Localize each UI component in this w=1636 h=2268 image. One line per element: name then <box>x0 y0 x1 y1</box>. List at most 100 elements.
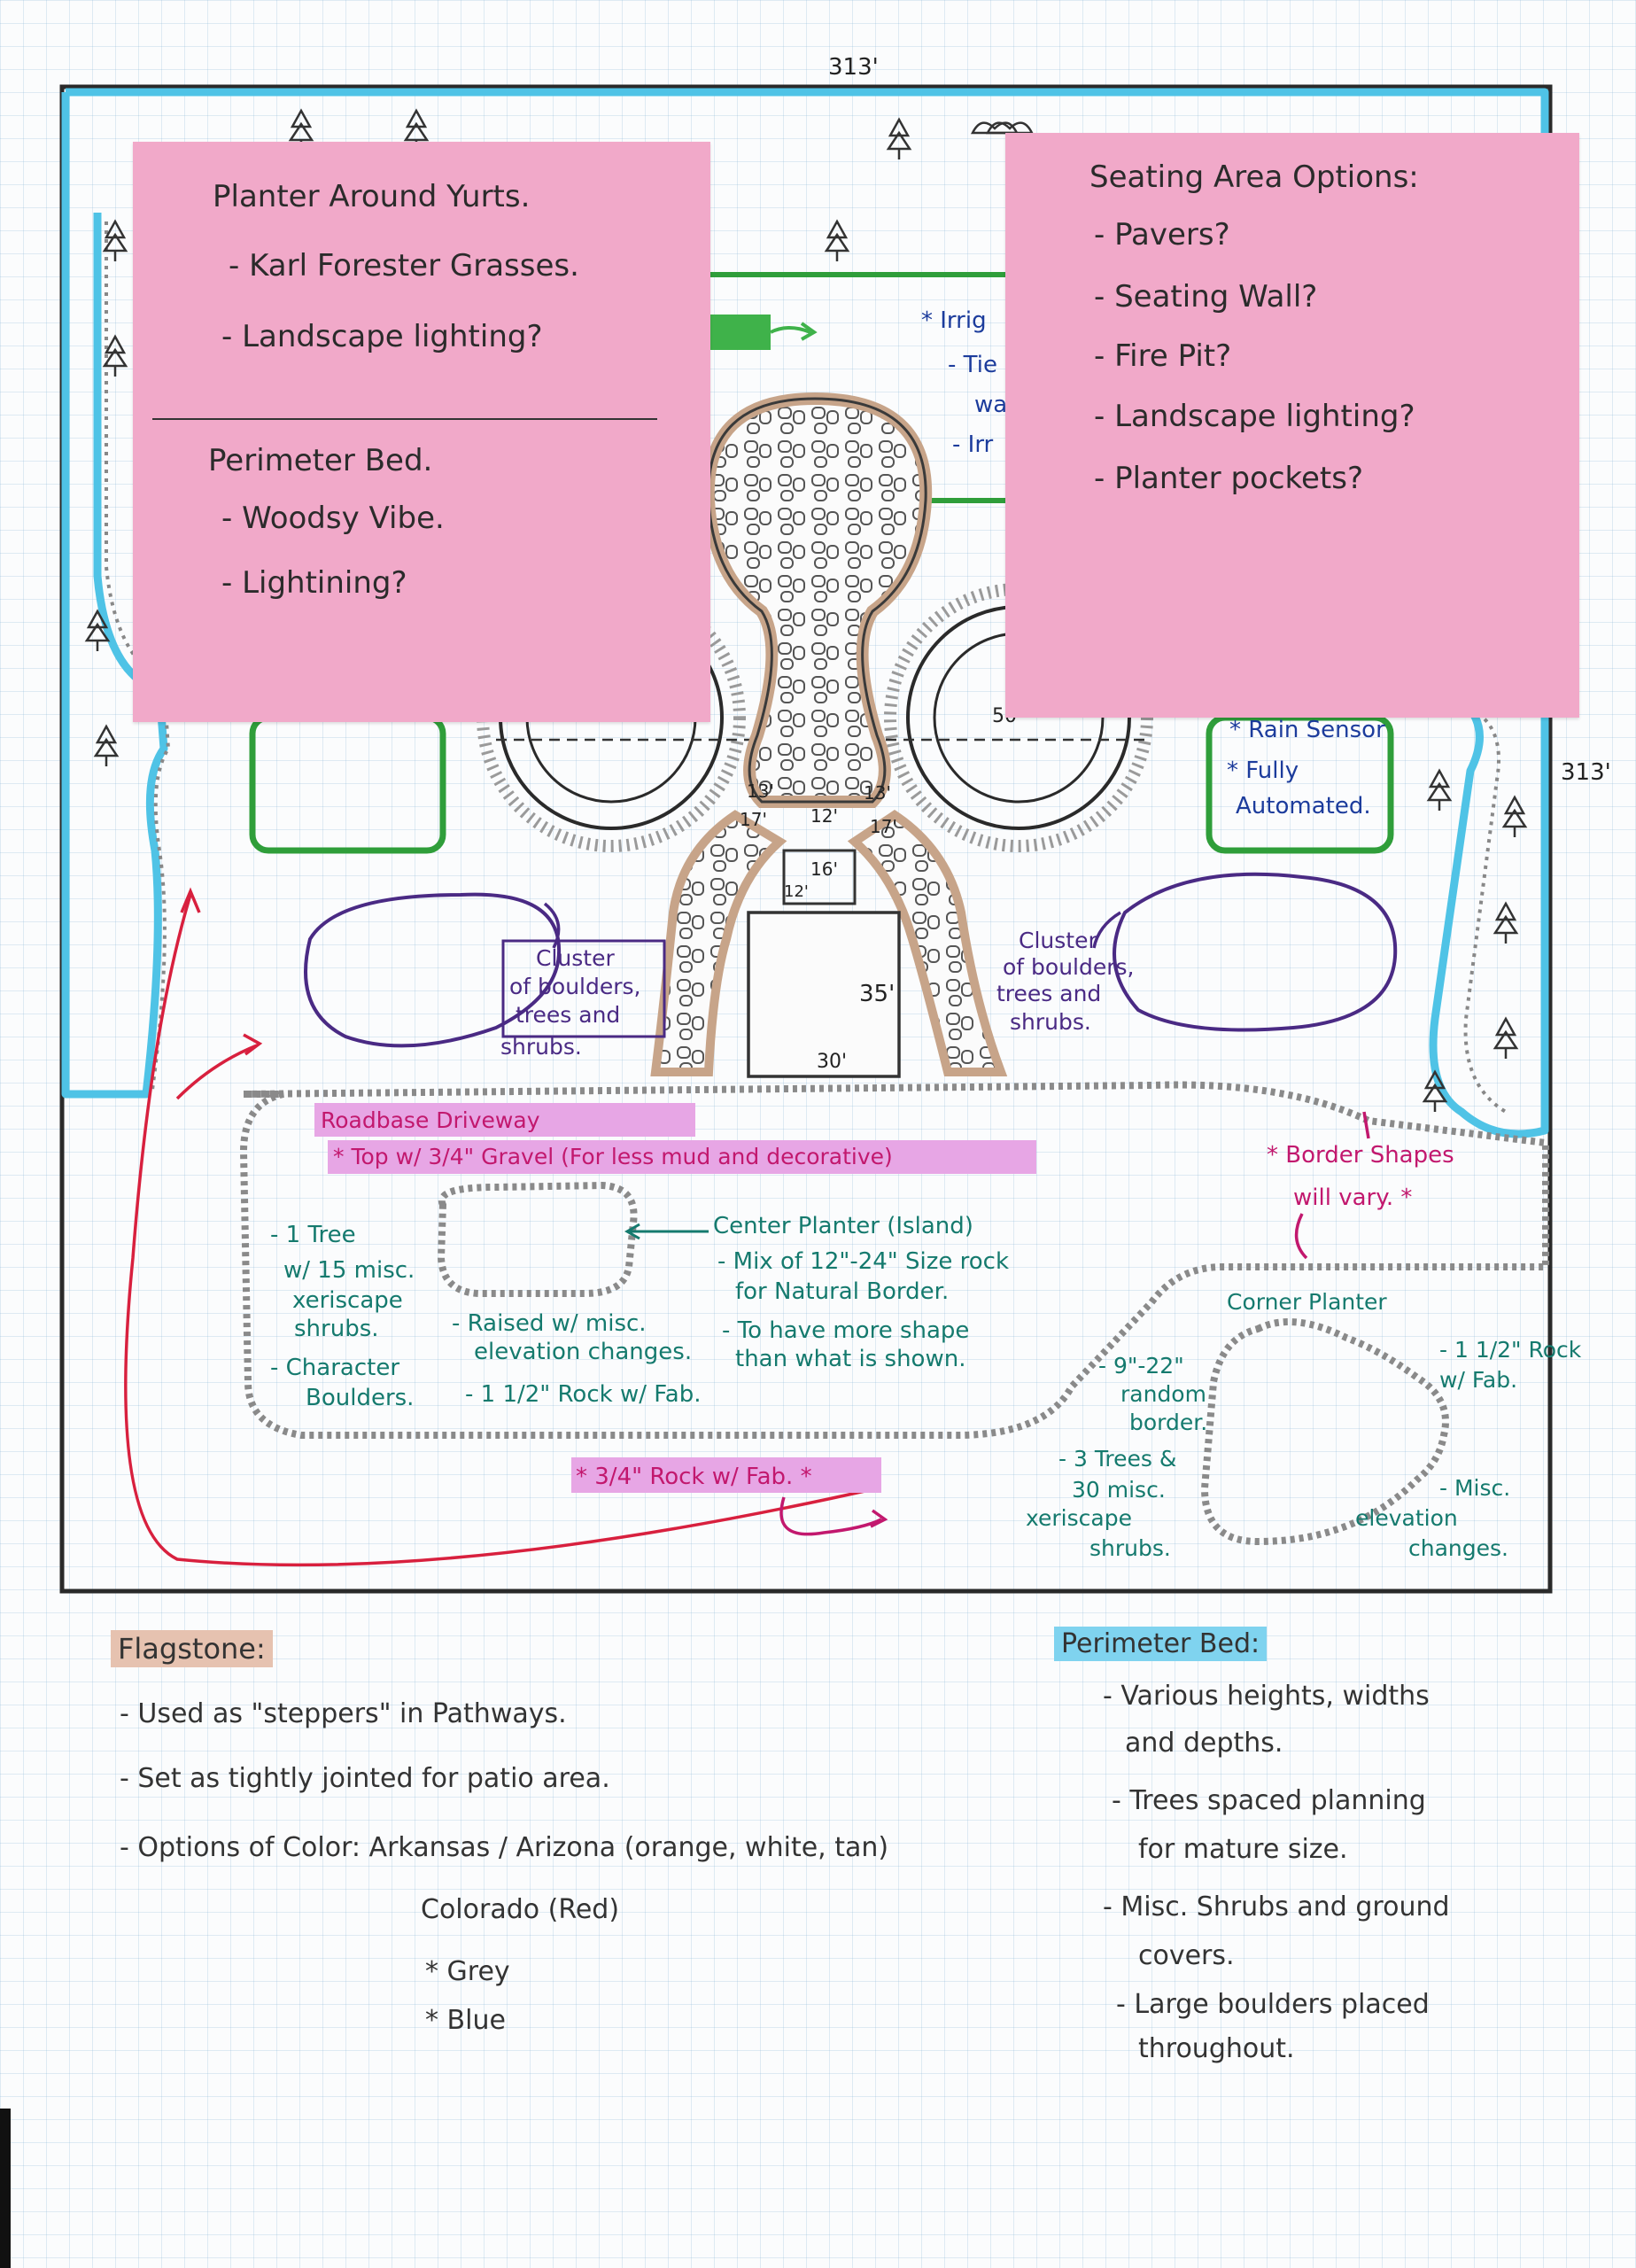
sticky-item-seating-wall: - Seating Wall? <box>1094 279 1318 315</box>
legend-perimeter-line1: - Various heights, widths <box>1103 1681 1430 1712</box>
svg-text:- Mix of 12"-24" Size rock: - Mix of 12"-24" Size rock <box>717 1248 1009 1275</box>
svg-text:w/ Fab.: w/ Fab. <box>1439 1367 1517 1393</box>
rain-sensor: * Rain Sensor <box>1229 717 1385 743</box>
perimeter-bed-outline <box>61 88 1549 1138</box>
svg-text:- 1 1/2" Rock w/ Fab.: - 1 1/2" Rock w/ Fab. <box>465 1381 702 1408</box>
legend-flagstone-title: Flagstone: <box>111 1630 273 1667</box>
svg-text:30 misc.: 30 misc. <box>1072 1477 1166 1503</box>
driveway-label: Roadbase Driveway <box>321 1107 540 1133</box>
irrig-line1: * Irrig <box>921 307 987 334</box>
legend-flagstone-line6: * Blue <box>425 2005 506 2036</box>
svg-text:xeriscape: xeriscape <box>292 1287 403 1314</box>
border-note-1: * Border Shapes <box>1267 1142 1454 1169</box>
svg-text:than what is shown.: than what is shown. <box>735 1346 965 1372</box>
border-note-2: will vary. * <box>1293 1184 1412 1211</box>
center-planter-notes: Center Planter (Island) - Mix of 12"-24"… <box>452 1213 1009 1408</box>
svg-text:for Natural Border.: for Natural Border. <box>735 1278 949 1305</box>
svg-text:- 1 Tree: - 1 Tree <box>270 1222 356 1248</box>
svg-text:elevation: elevation <box>1355 1505 1458 1531</box>
svg-text:border.: border. <box>1129 1410 1207 1435</box>
flagstone-path-left <box>650 810 787 1076</box>
scan-edge-mark <box>0 2109 11 2268</box>
legend-perimeter-line2: and depths. <box>1125 1728 1283 1759</box>
legend-flagstone-line1: - Used as "steppers" in Pathways. <box>120 1698 567 1729</box>
svg-text:- Raised w/ misc.: - Raised w/ misc. <box>452 1310 647 1337</box>
cluster-note-right: Cluster of boulders, trees and shrubs. <box>996 928 1135 1035</box>
measure-13b: 13' <box>864 782 891 804</box>
sticky-item-woodsy: - Woodsy Vibe. <box>221 501 445 536</box>
measure-30: 30' <box>817 1051 847 1073</box>
concrete-pad <box>747 911 901 1078</box>
sticky-heading-planter: Planter Around Yurts. <box>213 179 531 214</box>
cluster-arrow-left <box>543 902 561 949</box>
svg-text:changes.: changes. <box>1408 1535 1508 1561</box>
irrig-line2: - Tie <box>948 352 997 378</box>
measure-17b: 17' <box>870 816 897 837</box>
magenta-arrow-rock <box>779 1496 882 1536</box>
driveway-sub: * Top w/ 3/4" Gravel (For less mud and d… <box>333 1144 893 1169</box>
sticky-note-yurt-planter: Planter Around Yurts. - Karl Forester Gr… <box>133 142 710 722</box>
sticky-item-lighting: - Landscape lighting? <box>221 319 543 354</box>
svg-text:w/ 15 misc.: w/ 15 misc. <box>283 1257 415 1284</box>
svg-text:Cluster: Cluster <box>536 945 615 971</box>
legend-flagstone-line4: Colorado (Red) <box>421 1894 620 1925</box>
irrig-line4: - Irr <box>952 431 994 458</box>
dimension-right: 313' <box>1561 759 1611 786</box>
boulder-cluster-right <box>1113 872 1398 1032</box>
svg-text:of boulders,: of boulders, <box>509 974 641 999</box>
cluster-arrow-right <box>1092 911 1121 949</box>
sticky-heading-seating: Seating Area Options: <box>1089 159 1419 195</box>
corner-planter <box>1200 1318 1449 1546</box>
corner-planter-notes: Corner Planter - 9"-22" random border. -… <box>1026 1289 1582 1561</box>
svg-text:- 9"-22": - 9"-22" <box>1098 1353 1184 1379</box>
irrig-line3: wa <box>974 392 1007 418</box>
svg-text:- Misc.: - Misc. <box>1439 1475 1510 1501</box>
small-pad <box>782 849 857 905</box>
measure-13a: 13' <box>747 781 774 802</box>
svg-text:shrubs.: shrubs. <box>1089 1535 1171 1561</box>
svg-text:- 1 1/2" Rock: - 1 1/2" Rock <box>1439 1337 1582 1363</box>
red-arrow-left <box>124 894 878 1567</box>
svg-text:Center Planter (Island): Center Planter (Island) <box>713 1213 973 1239</box>
measure-12b: 12' <box>784 882 809 901</box>
perimeter-bed-right-inner <box>1463 707 1508 1114</box>
measure-17a: 17' <box>740 809 767 830</box>
svg-text:shrubs.: shrubs. <box>500 1034 582 1060</box>
green-bed-left <box>249 714 446 854</box>
svg-text:Corner Planter: Corner Planter <box>1227 1289 1387 1315</box>
legend-perimeter-line3: - Trees spaced planning <box>1112 1785 1426 1816</box>
svg-text:- To have more shape: - To have more shape <box>722 1317 969 1344</box>
legend-perimeter-line5: - Misc. Shrubs and ground <box>1103 1891 1450 1922</box>
svg-text:Boulders.: Boulders. <box>306 1385 414 1411</box>
rock-fab-label: * 3/4" Rock w/ Fab. * <box>576 1464 812 1490</box>
sticky-note-seating-area: Seating Area Options: - Pavers? - Seatin… <box>1005 133 1579 718</box>
legend-flagstone-line5: * Grey <box>425 1956 510 1987</box>
sticky-item-lightining: - Lightining? <box>221 565 407 601</box>
legend-perimeter-line4: for mature size. <box>1138 1834 1348 1865</box>
legend-perimeter-line6: covers. <box>1138 1940 1235 1971</box>
border-arrow <box>1362 1111 1370 1139</box>
sticky-item-pavers: - Pavers? <box>1094 217 1230 252</box>
sticky-item-planter-pockets: - Planter pockets? <box>1094 461 1364 496</box>
sticky-item-landscape-lighting: - Landscape lighting? <box>1094 399 1415 434</box>
svg-text:of boulders,: of boulders, <box>1003 954 1135 980</box>
irrigation-marker <box>709 315 771 350</box>
svg-text:trees and: trees and <box>996 981 1101 1006</box>
flagstone-patio <box>702 392 933 808</box>
sticky-item-grasses: - Karl Forester Grasses. <box>229 248 579 284</box>
red-arrow-drive <box>175 1044 258 1100</box>
measure-12a: 12' <box>810 805 838 827</box>
measure-35: 35' <box>859 981 895 1007</box>
svg-text:trees and: trees and <box>516 1002 620 1028</box>
fully: * Fully <box>1227 757 1299 784</box>
legend-perimeter-line8: throughout. <box>1138 2033 1295 2064</box>
flagstone-path-right <box>847 809 1008 1076</box>
boulder-cluster-left <box>304 892 562 1048</box>
measure-16: 16' <box>810 858 838 880</box>
svg-text:Cluster: Cluster <box>1019 928 1097 953</box>
svg-text:- 3 Trees &: - 3 Trees & <box>1058 1446 1176 1472</box>
legend-perimeter-line7: - Large boulders placed <box>1116 1989 1430 2020</box>
center-planter-island <box>437 1181 638 1297</box>
dimension-top: 313' <box>828 54 879 81</box>
